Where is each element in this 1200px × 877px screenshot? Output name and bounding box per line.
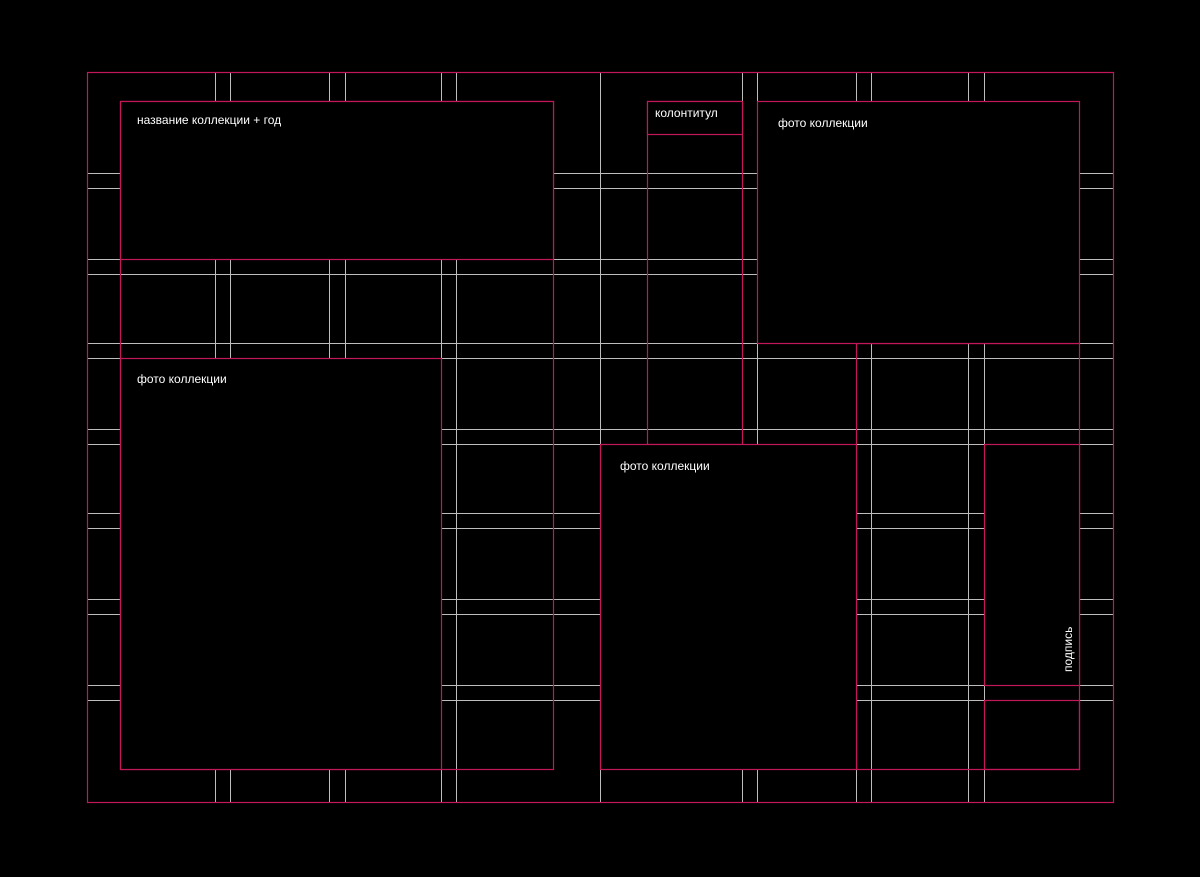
title-block	[119, 100, 555, 261]
photo-left-label: фото коллекции	[137, 372, 227, 386]
title-block-label: название коллекции + год	[137, 113, 282, 127]
photo-top-right-label: фото коллекции	[778, 116, 868, 130]
caption-label: подпись	[1061, 626, 1075, 672]
header-block-label: колонтитул	[655, 106, 718, 120]
header-column-outline	[646, 100, 744, 446]
photo-top-right-block	[756, 100, 1081, 345]
header-block	[646, 100, 744, 136]
photo-center-block	[599, 443, 858, 771]
caption-block	[983, 443, 1081, 687]
photo-left-block	[119, 357, 443, 771]
caption-lower-outline	[983, 699, 1081, 771]
photo-center-label: фото коллекции	[620, 459, 710, 473]
page-frame	[86, 71, 1115, 804]
